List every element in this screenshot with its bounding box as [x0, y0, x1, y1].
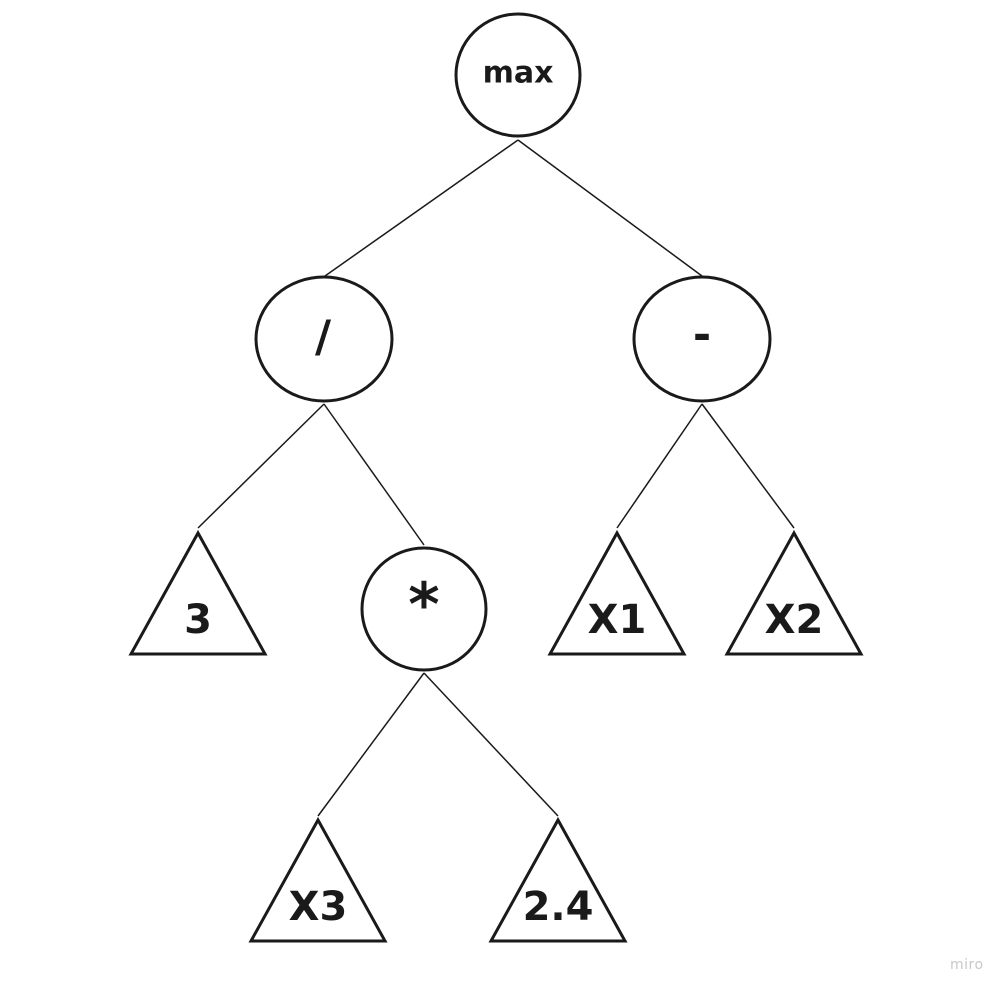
leaf-x2: X2: [724, 529, 864, 656]
leaf-2.4: 2.4: [488, 816, 628, 943]
node-minus: -: [632, 275, 772, 403]
leaf-3: 3: [128, 529, 268, 656]
leaf-x3-label: X3: [289, 884, 348, 930]
edge-max-minus: [517, 139, 703, 277]
leaf-x1: X1: [547, 529, 687, 656]
node-multiply-label: *: [408, 570, 439, 640]
edge-minus-x2: [701, 403, 795, 529]
node-max-label: max: [483, 56, 554, 91]
leaf-3-label: 3: [184, 597, 212, 643]
edge-multiply-x3: [317, 672, 425, 817]
node-divide-label: /: [315, 312, 332, 363]
node-multiply: *: [360, 546, 488, 672]
leaf-x3: X3: [248, 816, 388, 943]
edge-max-divide: [324, 139, 519, 277]
node-divide: /: [254, 275, 394, 403]
edge-minus-x1: [616, 403, 703, 529]
edge-multiply-2.4: [423, 672, 559, 817]
leaf-2.4-label: 2.4: [523, 884, 594, 930]
edge-divide-3: [197, 403, 325, 529]
node-minus-label: -: [693, 310, 711, 361]
miro-watermark: miro: [950, 957, 984, 973]
leaf-x1-label: X1: [588, 597, 647, 643]
edge-divide-multiply: [323, 403, 425, 546]
leaf-x2-label: X2: [765, 597, 824, 643]
node-max: max: [454, 12, 582, 138]
